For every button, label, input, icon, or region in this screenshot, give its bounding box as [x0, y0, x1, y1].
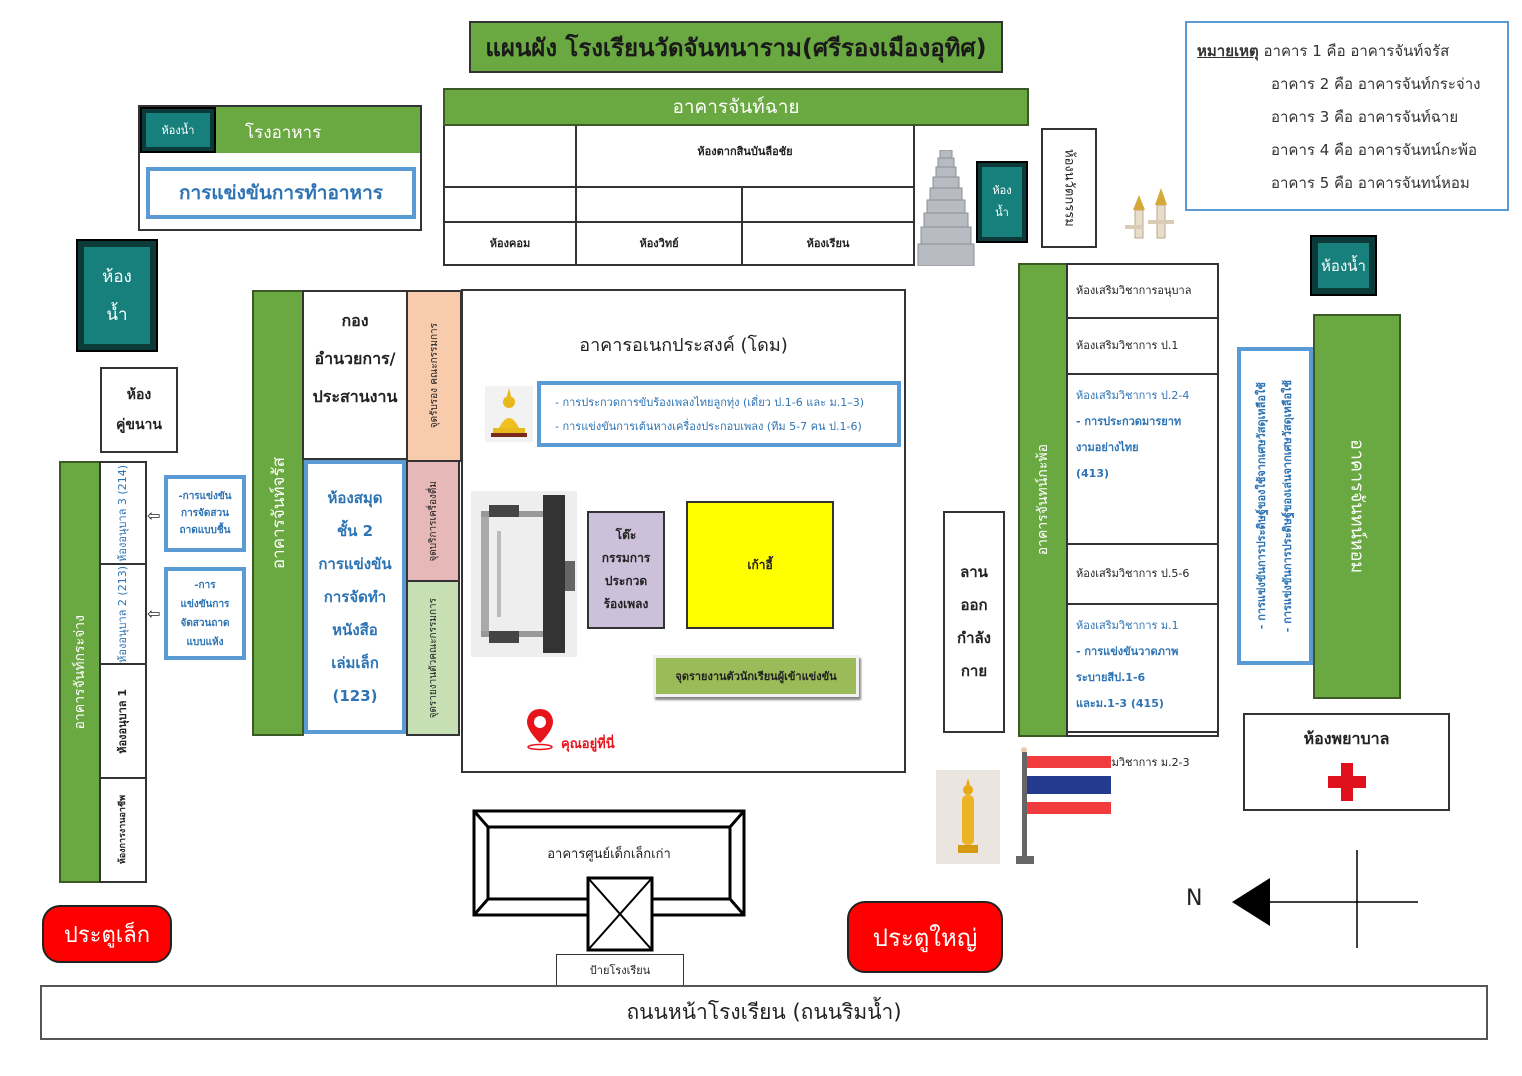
room-kindergarten-3[interactable]: ห้องอนุบาล 3 (214) — [101, 463, 145, 565]
recycled-craft-event: - การแข่งขันการประดิษฐ์ของใช้จากเศษวัสดุ… — [1255, 382, 1268, 630]
restroom-chan-hom[interactable]: ห้องน้ำ — [1310, 235, 1377, 296]
stage-icon — [471, 491, 577, 657]
kapho-room-event: งามอย่างไทย — [1076, 441, 1139, 454]
kapho-room-event: (413) — [1076, 467, 1110, 480]
chan-krajang-building[interactable]: อาคารจันท์กระจ่าง — [59, 461, 101, 883]
arrow-left-icon: ⇦ — [147, 604, 161, 623]
location-pin-icon — [525, 707, 555, 751]
compass-arrow-icon — [1228, 850, 1420, 950]
recycled-craft-event: - การแข่งขันการประดิษฐ์ของเล่นจากเศษวัสด… — [1281, 379, 1294, 633]
chan-krajang-rooms: ห้องอนุบาล 3 (214) ห้องอนุบาล 2 (213) ห้… — [99, 461, 147, 883]
kapho-room-event: - การแข่งขันวาดภาพ — [1076, 645, 1179, 658]
innovation-room[interactable]: ห้องนวัตกรรม — [1041, 128, 1097, 248]
room-taksin[interactable]: ห้องตากสินบันลือชัย — [697, 145, 793, 158]
kapho-room[interactable]: ห้องเสริมวิชาการ ม.1 - การแข่งขันวาดภาพระ… — [1068, 605, 1217, 733]
drink-service-point[interactable]: จุดบริการเครื่องดื่ม — [406, 460, 460, 582]
map-title-text: แผนผัง โรงเรียนวัดจันทนาราม(ศรีรองเมืองอ… — [485, 33, 987, 62]
main-gate[interactable]: ประตูใหญ่ — [847, 901, 1003, 973]
multipurpose-dome: อาคารอเนกประสงค์ (โดม) - การประกวดการขับ… — [461, 289, 906, 773]
nurse-room-label: ห้องพยาบาล — [1303, 728, 1390, 748]
kapho-room[interactable]: ห้องเสริมวิชาการ ป.1 — [1068, 319, 1217, 375]
buddha-icon — [485, 386, 533, 442]
legend-item: อาคาร 4 คือ อาคารจันทน์กะพ้อ — [1271, 141, 1478, 159]
audience-chairs[interactable]: เก้าอี้ — [686, 501, 834, 629]
chan-hom-building[interactable]: อาคารจันทน์หอม — [1313, 314, 1401, 699]
stairs-icon — [916, 149, 976, 267]
kapho-room-name: ห้องเสริมวิชาการ ป.2-4 — [1076, 389, 1190, 402]
legend-item: อาคาร 3 คือ อาคารจันท์ฉาย — [1271, 108, 1459, 126]
kapho-room[interactable]: ห้องเสริมวิชาการ ป.2-4 - การประกวดมารยาทง… — [1068, 375, 1217, 545]
dome-title: อาคารอเนกประสงค์ (โดม) — [579, 334, 788, 356]
arrow-left-icon: ⇦ — [147, 506, 161, 525]
parallel-room[interactable]: ห้อง คู่ขนาน — [100, 367, 178, 453]
student-checkin-point[interactable]: จุดรายงานตัวนักเรียนผู้เข้าแข่งขัน — [653, 655, 859, 697]
room-kindergarten-2[interactable]: ห้องอนุบาล 2 (213) — [101, 565, 145, 665]
you-are-here-label: คุณอยู่ที่นี่ — [561, 737, 615, 752]
recycled-craft-events[interactable]: - การแข่งขันการประดิษฐ์ของใช้จากเศษวัสดุ… — [1237, 347, 1313, 665]
kapho-room[interactable]: ห้องเสริมวิชาการอนุบาล — [1068, 265, 1217, 319]
dome-events-box[interactable]: - การประกวดการขับร้องเพลงไทยลูกทุ่ง (เดี… — [537, 381, 901, 447]
chan-chai-building: ห้องตากสินบันลือชัย ห้องคอม ห้องวิทย์ ห้… — [443, 126, 915, 266]
exercise-yard[interactable]: ลาน ออก กำลัง กาย — [943, 511, 1005, 733]
legend-item: อาคาร 1 คือ อาคารจันท์จรัส — [1263, 42, 1450, 60]
library-book-contest[interactable]: ห้องสมุด ชั้น 2 การแข่งขัน การจัดทำ หนัง… — [304, 460, 406, 734]
thai-flag-icon — [1014, 746, 1114, 866]
room-computer[interactable]: ห้องคอม — [489, 237, 531, 250]
room-science[interactable]: ห้องวิทย์ — [639, 237, 679, 250]
kapho-room-event: - การประกวดมารยาท — [1076, 415, 1182, 428]
dome-event: - การแข่งขันการเต้นหางเครื่องประกอบเพลง … — [555, 420, 862, 433]
room-classroom[interactable]: ห้องเรียน — [806, 237, 850, 250]
dry-tray-garden-event[interactable]: -การ แข่งขันการ จัดสวนถาด แบบแห้ง — [164, 567, 246, 660]
canteen-building[interactable]: ห้องน้ำ โรงอาหาร การแข่งขันการทำอาหาร — [138, 105, 422, 231]
chan-chai-header: อาคารจันท์ฉาย — [443, 88, 1029, 126]
old-childcare-label: อาคารศูนย์เด็กเล็กเก่า — [547, 846, 671, 862]
kapho-room[interactable]: ห้องเสริมวิชาการ ป.5-6 — [1068, 545, 1217, 605]
kapho-room-name: ห้องเสริมวิชาการ ม.1 — [1076, 619, 1179, 632]
kapho-room-name: ห้องเสริมวิชาการ ป.1 — [1076, 339, 1179, 352]
wet-tray-garden-event[interactable]: -การแข่งขัน การจัดสวน ถาดแบบชื้น — [164, 475, 246, 552]
legend-item: อาคาร 2 คือ อาคารจันท์กระจ่าง — [1271, 75, 1481, 93]
kapho-room-name: ห้องเสริมวิชาการ ป.5-6 — [1076, 567, 1190, 580]
committee-reception-point[interactable]: จุดรับรอง คณะกรรมการ — [406, 290, 462, 462]
chan-kapho-building[interactable]: อาคารจันทน์กะพ้อ — [1018, 263, 1068, 737]
restroom-left[interactable]: ห้อง น้ำ — [76, 239, 158, 352]
restroom-chan-chai[interactable]: ห้อง น้ำ — [976, 161, 1028, 243]
kapho-room-name: ห้องเสริมวิชาการอนุบาล — [1076, 284, 1192, 297]
school-sign[interactable]: ป้ายโรงเรียน — [556, 954, 684, 986]
kapho-room-event: และม.1-3 (415) — [1076, 697, 1164, 710]
judge-table[interactable]: โต๊ะ กรรมการ ประกวด ร้องเพลง — [587, 511, 665, 629]
nurse-room[interactable]: ห้องพยาบาล — [1243, 713, 1450, 811]
map-title: แผนผัง โรงเรียนวัดจันทนาราม(ศรีรองเมืองอ… — [469, 21, 1003, 73]
front-road: ถนนหน้าโรงเรียน (ถนนริมน้ำ) — [40, 985, 1488, 1040]
canteen-restroom[interactable]: ห้องน้ำ — [140, 107, 216, 153]
legend-item: อาคาร 5 คือ อาคารจันทน์หอม — [1271, 174, 1470, 192]
red-cross-icon — [1328, 763, 1366, 801]
small-gate[interactable]: ประตูเล็ก — [42, 905, 172, 963]
legend-heading: หมายเหตุ — [1197, 42, 1259, 60]
cooking-contest[interactable]: การแข่งขันการทำอาหาร — [146, 167, 416, 219]
crossed-box-icon — [586, 876, 654, 952]
canteen-label: โรงอาหาร — [245, 123, 322, 143]
room-vocational[interactable]: ห้องการงานอาชีพ — [118, 795, 128, 865]
compass-north-label: N — [1186, 886, 1203, 911]
chan-jaras-building[interactable]: อาคารจันท์จรัส — [252, 290, 304, 736]
admin-office[interactable]: กอง อำนวยการ/ ประสานงาน — [302, 290, 408, 460]
shrine-icon — [1120, 185, 1180, 245]
standing-buddha-icon — [936, 770, 1000, 864]
old-childcare-building[interactable]: อาคารศูนย์เด็กเล็กเก่า — [472, 809, 746, 917]
dome-event: - การประกวดการขับร้องเพลงไทยลูกทุ่ง (เดี… — [555, 396, 865, 409]
room-kindergarten-1[interactable]: ห้องอนุบาล 1 — [101, 665, 145, 779]
committee-checkin-point[interactable]: จุดรายงานตัวคณะกรรมการ — [406, 580, 460, 736]
kapho-room-event: ระบายสีป.1-6 — [1076, 671, 1146, 684]
legend-box: หมายเหตุ อาคาร 1 คือ อาคารจันท์จรัส อาคา… — [1185, 21, 1509, 211]
chan-kapho-rooms: ห้องเสริมวิชาการอนุบาลห้องเสริมวิชาการ ป… — [1066, 263, 1219, 769]
